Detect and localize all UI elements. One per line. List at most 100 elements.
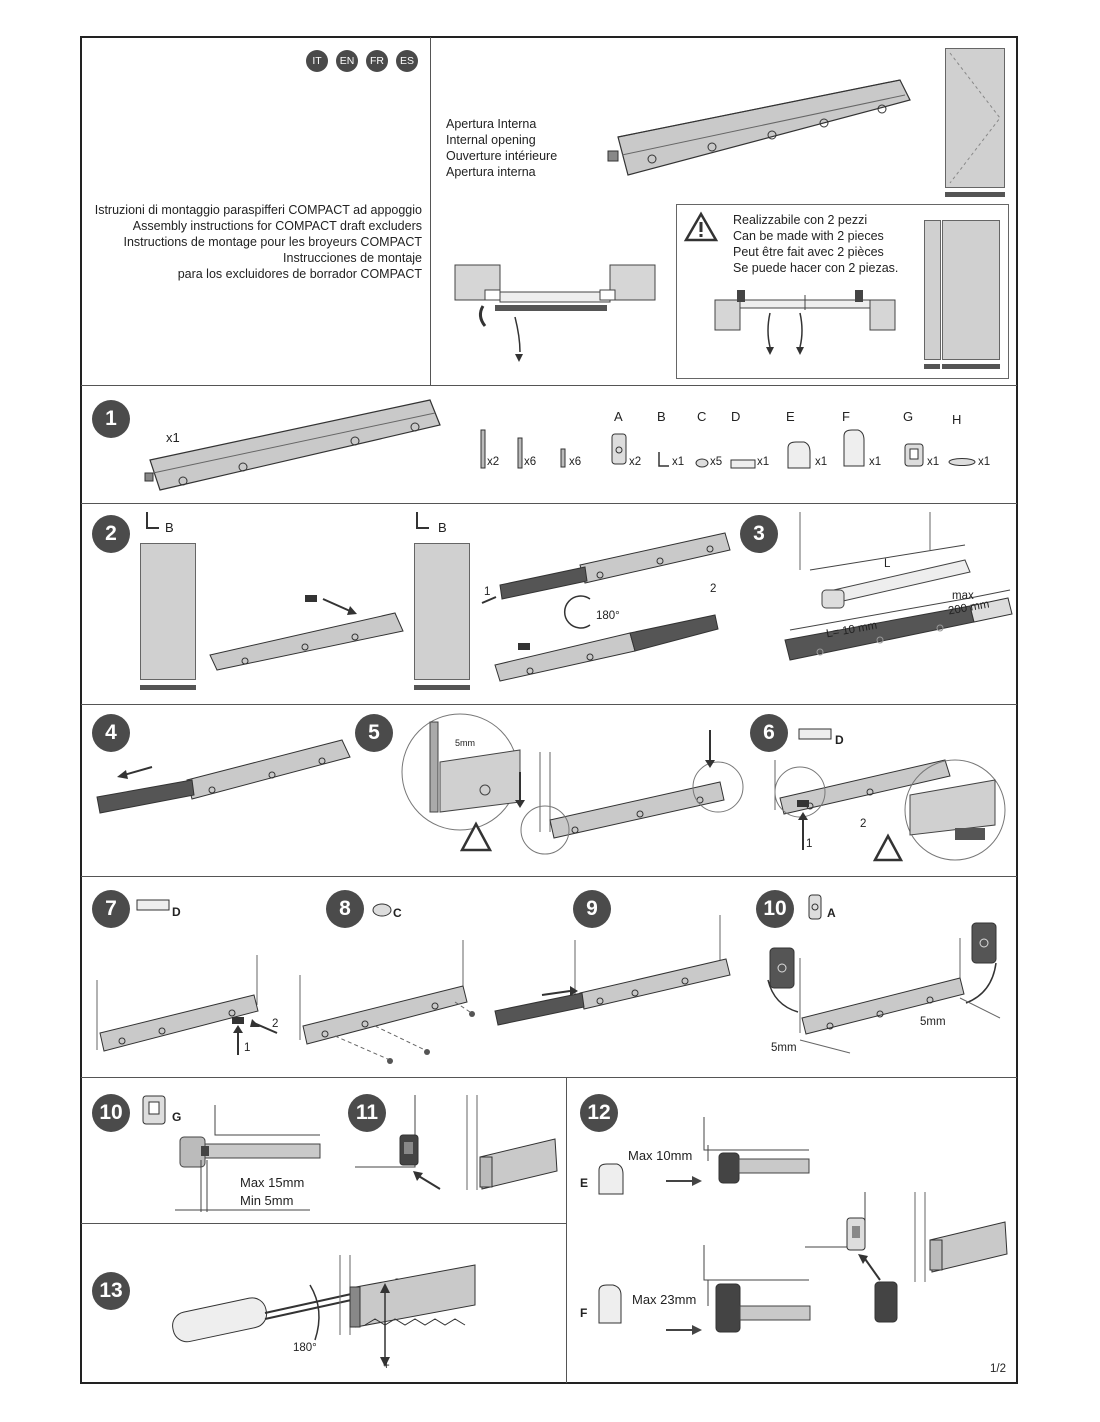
step-number-1: 1 bbox=[92, 400, 130, 438]
step8-illustration bbox=[299, 940, 475, 1064]
divider bbox=[430, 37, 431, 385]
rotation-arrow-icon bbox=[563, 595, 591, 629]
step2-bar-bottom bbox=[494, 614, 719, 682]
block-d-icon bbox=[136, 899, 170, 911]
part-letter-g: G bbox=[903, 409, 914, 424]
part-letter-e: E bbox=[786, 409, 795, 424]
door-floor-bar bbox=[942, 364, 1000, 369]
door-floor-bar bbox=[140, 685, 196, 690]
step5-illustration bbox=[401, 713, 744, 855]
door-floor-bar bbox=[414, 685, 470, 690]
step6-part-label: D bbox=[835, 733, 844, 747]
step-number-13: 13 bbox=[92, 1272, 130, 1310]
cap-c-icon bbox=[372, 903, 392, 917]
step-number-3: 3 bbox=[740, 515, 778, 553]
step-number-9: 9 bbox=[573, 890, 611, 928]
cap-c-icon bbox=[695, 458, 709, 468]
step3-cut-illustration bbox=[784, 512, 1013, 661]
step8-part-label: C bbox=[393, 906, 402, 920]
excluder-bar-illustration bbox=[607, 79, 911, 176]
part-qty-b: x1 bbox=[672, 456, 685, 468]
step12-f-illustration bbox=[666, 1245, 811, 1335]
opening-line: Ouverture intérieure bbox=[446, 149, 558, 163]
screw-icon bbox=[517, 437, 523, 469]
step6-arrow-1: 1 bbox=[806, 838, 813, 850]
step10g-illustration bbox=[175, 1105, 321, 1212]
screw-qty: x2 bbox=[487, 456, 500, 468]
step10g-part-label: G bbox=[172, 1110, 182, 1124]
screw-qty: x6 bbox=[524, 456, 537, 468]
step10-gap-left: 5mm bbox=[771, 1042, 797, 1054]
step-number-4: 4 bbox=[92, 714, 130, 752]
end-cap-f-icon bbox=[598, 1284, 622, 1324]
step2-part-label: B bbox=[438, 520, 447, 535]
warning-box bbox=[676, 204, 1009, 379]
end-cap-e-icon bbox=[787, 441, 811, 469]
step10-illustration bbox=[767, 922, 1001, 1054]
step2-rotation: 180° bbox=[596, 610, 620, 622]
step2-arrow-1: 1 bbox=[484, 586, 491, 598]
step13-minus: - bbox=[395, 1273, 399, 1285]
end-cap-f-icon bbox=[843, 429, 865, 467]
opening-line: Internal opening bbox=[446, 133, 536, 147]
step12-part-e: E bbox=[580, 1176, 589, 1190]
step10g-min-label: Min 5mm bbox=[240, 1193, 294, 1208]
screwdriver-illustration bbox=[172, 1255, 476, 1367]
title-block: Istruzioni di montaggio paraspifferi COM… bbox=[95, 202, 422, 282]
end-cap-e-icon bbox=[598, 1163, 624, 1195]
screw-icon bbox=[480, 429, 486, 469]
part-letter-b: B bbox=[657, 409, 666, 424]
step3-max-label: max bbox=[952, 590, 974, 602]
opening-line: Apertura interna bbox=[446, 165, 536, 179]
step2-arrow-2: 2 bbox=[710, 583, 717, 595]
warning-line: Se puede hacer con 2 piezas. bbox=[733, 261, 899, 275]
step6-arrow-2: 2 bbox=[860, 818, 867, 830]
step-number-7: 7 bbox=[92, 890, 130, 928]
step7-part-label: D bbox=[172, 905, 181, 919]
step11-illustration bbox=[355, 1095, 558, 1190]
door-hinge-lines bbox=[949, 52, 1001, 184]
step1-bar-illustration bbox=[144, 399, 441, 491]
step-number-12: 12 bbox=[580, 1094, 618, 1132]
step12-f-mount-illustration bbox=[805, 1192, 1008, 1323]
step13-plus: + bbox=[383, 1360, 390, 1372]
step12-max-e: Max 10mm bbox=[628, 1148, 693, 1163]
part-letter-c: C bbox=[697, 409, 707, 424]
page-number: 1/2 bbox=[990, 1363, 1006, 1375]
warning-line: Realizzabile con 2 pezzi bbox=[733, 213, 868, 227]
step10g-max-label: Max 15mm bbox=[240, 1175, 305, 1190]
step5-gap-label: 5mm bbox=[455, 738, 475, 748]
door-floor-bar bbox=[945, 192, 1005, 197]
double-door-left bbox=[924, 220, 941, 360]
divider bbox=[81, 1077, 1017, 1078]
key-h-icon bbox=[948, 458, 976, 466]
warning-line: Can be made with 2 pieces bbox=[733, 229, 884, 243]
bracket-b-icon bbox=[658, 452, 669, 467]
bracket-a-icon bbox=[611, 433, 627, 465]
step12-max-f: Max 23mm bbox=[632, 1292, 697, 1307]
screw-icon bbox=[560, 448, 566, 468]
step-number-10: 10 bbox=[756, 890, 794, 928]
warning-icon bbox=[683, 211, 719, 242]
bracket-b-icon bbox=[146, 512, 159, 529]
step-number-2: 2 bbox=[92, 515, 130, 553]
part-letter-f: F bbox=[842, 409, 850, 424]
door-floor-bar bbox=[924, 364, 940, 369]
step9-illustration bbox=[494, 915, 731, 1026]
title-line: Istruzioni di montaggio paraspifferi COM… bbox=[94, 203, 422, 217]
bracket-b-icon bbox=[416, 512, 429, 529]
part-letter-h: H bbox=[952, 412, 962, 427]
divider bbox=[81, 876, 1017, 877]
part-qty-d: x1 bbox=[757, 456, 770, 468]
door-illustration bbox=[414, 543, 470, 680]
step10-part-label: A bbox=[827, 906, 836, 920]
step12-e-illustration bbox=[666, 1117, 810, 1186]
step7-arrow-1: 1 bbox=[244, 1042, 251, 1054]
part-qty-f: x1 bbox=[869, 456, 882, 468]
language-badge-it: IT bbox=[306, 50, 328, 72]
title-line: Instrucciones de montaje bbox=[283, 251, 422, 265]
step-number-10-g: 10 bbox=[92, 1094, 130, 1132]
step10-gap-right: 5mm bbox=[920, 1016, 946, 1028]
step2-part-label: B bbox=[165, 520, 174, 535]
part-qty-a: x2 bbox=[629, 456, 642, 468]
